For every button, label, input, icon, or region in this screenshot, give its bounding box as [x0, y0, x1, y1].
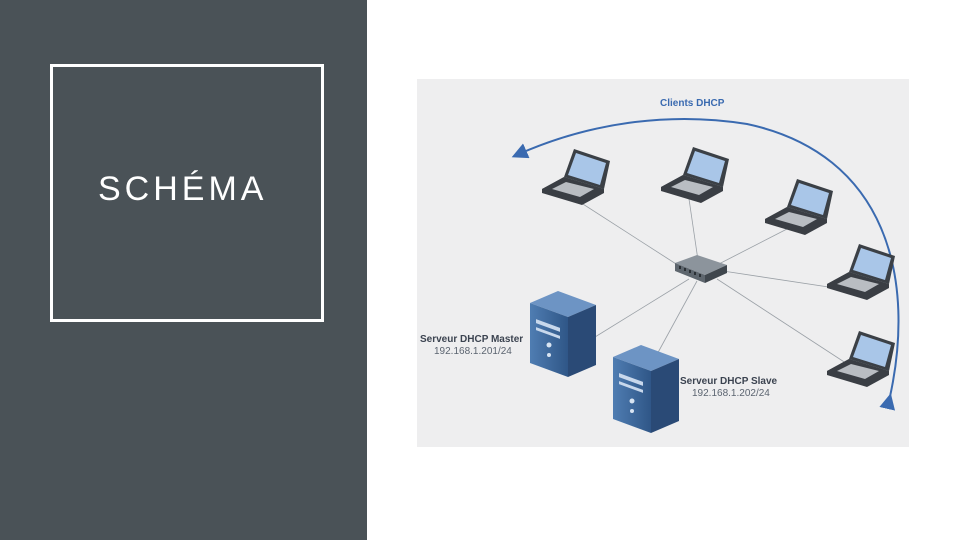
title-frame	[50, 64, 324, 322]
link-master	[594, 278, 690, 338]
link-laptop-3	[712, 228, 788, 268]
link-laptop-1	[571, 196, 688, 272]
server-slave	[613, 345, 679, 433]
master-server-name: Serveur DHCP Master	[420, 334, 524, 345]
laptop-3	[765, 179, 833, 235]
laptop-1	[542, 149, 610, 205]
laptop-4	[827, 244, 895, 300]
slide-title: SCHÉMA	[98, 170, 268, 208]
clients-dhcp-label: Clients DHCP	[660, 98, 725, 109]
slave-server-name: Serveur DHCP Slave	[680, 376, 778, 387]
server-master	[530, 291, 596, 377]
laptop-5	[827, 331, 895, 387]
left-panel: SCHÉMA	[0, 0, 367, 540]
network-diagram-svg	[511, 117, 900, 433]
link-laptop-5	[716, 278, 856, 370]
network-switch	[675, 255, 727, 283]
master-server-ip: 192.168.1.201/24	[434, 346, 512, 357]
clients-arrow	[511, 117, 900, 411]
network-diagram: Clients DHCP Serveur DHCP Master 192.168…	[417, 79, 909, 447]
slave-server-ip: 192.168.1.202/24	[692, 388, 770, 399]
laptop-2	[661, 147, 729, 203]
